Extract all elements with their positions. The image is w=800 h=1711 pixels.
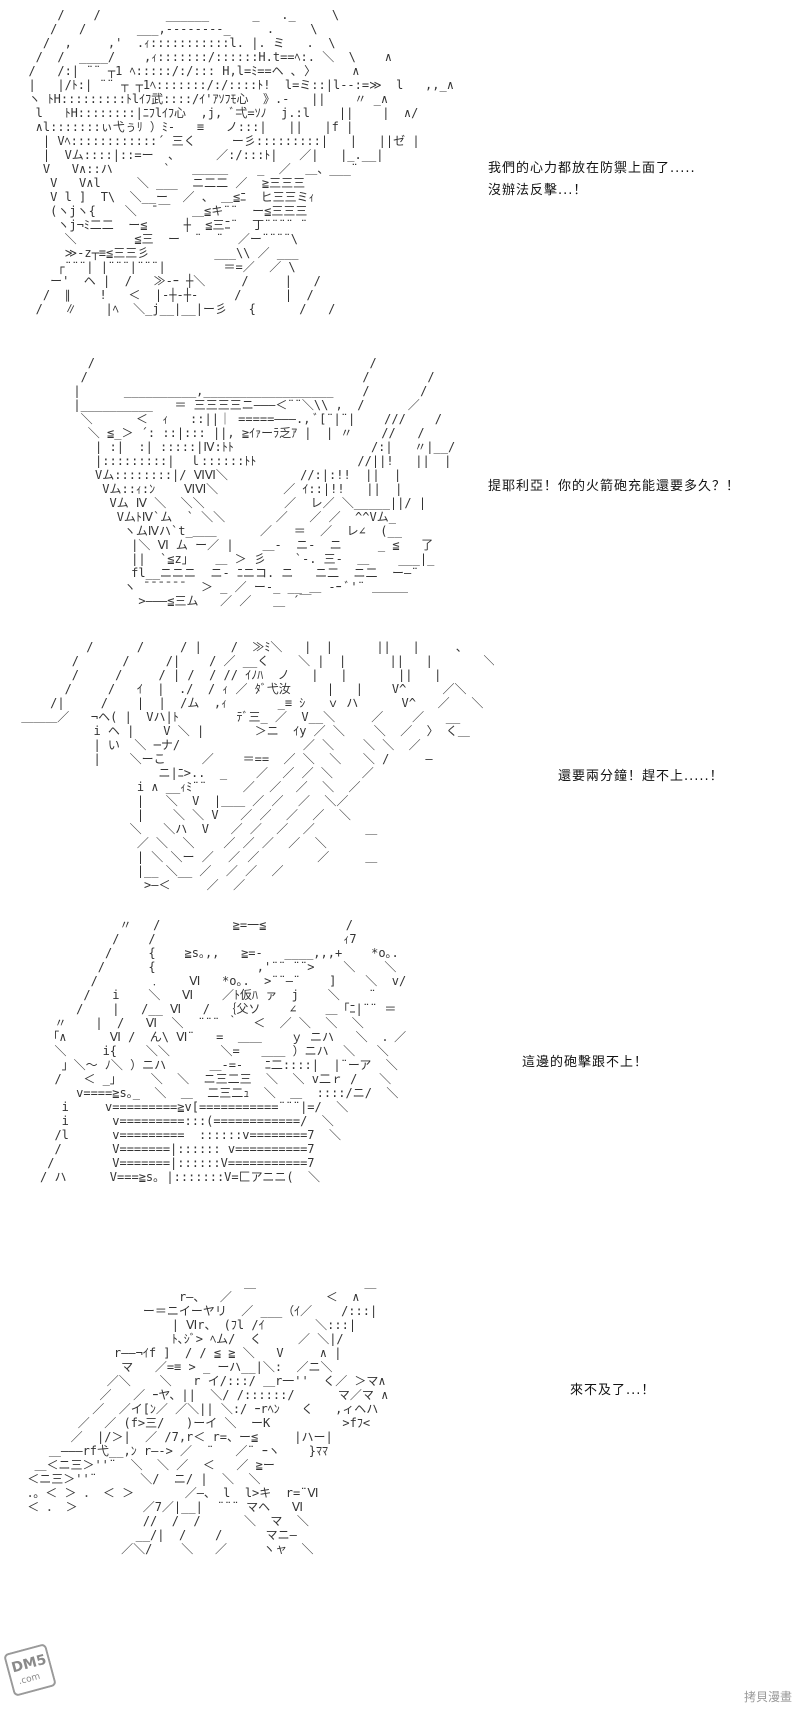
caption-panel-3: 還要兩分鐘！趕不上.....！ xyxy=(558,766,724,788)
ascii-art-panel-3: / / / | / ≫ﾐ＼ | | || | 、 / / /| / ／ __く … xyxy=(21,640,494,892)
caption-panel-1: 我們的心力都放在防禦上面了..... 沒辦法反擊...！ xyxy=(488,158,696,202)
manga-panel-2: / / / / / | __________,_________________… xyxy=(0,348,800,628)
caption-line-1: 提耶利亞！你的火箭砲充能還要多久？！ xyxy=(488,479,741,494)
caption-line-2: 沒辦法反擊...！ xyxy=(488,183,588,198)
ascii-art-panel-2: / / / / / | __________,_________________… xyxy=(73,356,456,608)
manga-panel-1: / / ______ _ ._ \ / / ___,--------_ . \ … xyxy=(0,0,800,340)
ascii-art-panel-1: / / ______ _ ._ \ / / ___,--------_ . \ … xyxy=(28,8,454,316)
caption-panel-5: 來不及了...！ xyxy=(570,1380,655,1402)
dm5-logo: DM5 .com xyxy=(3,1643,57,1697)
caption-line-1: 還要兩分鐘！趕不上.....！ xyxy=(558,769,724,784)
manga-panel-4: 〃 / ≧=一≦ / / / ｨ7 / { ≧s｡,, ≧=- ____,,,+… xyxy=(0,912,800,1252)
caption-line-1: 我們的心力都放在防禦上面了..... xyxy=(488,161,696,176)
caption-line-1: 來不及了...！ xyxy=(570,1383,656,1398)
caption-line-1: 這邊的砲擊跟不上！ xyxy=(522,1055,649,1070)
watermark-text: 拷貝漫畫 xyxy=(743,1690,792,1704)
ascii-art-panel-5: ＿ ＿ r―、 ／ ＜ ∧ ー＝ニイーヤリ ／ ___（ｲ／ /:::| | Ⅵ… xyxy=(27,1276,389,1556)
dm5-logo-mark-icon xyxy=(4,1644,56,1696)
caption-panel-4: 這邊的砲擊跟不上！ xyxy=(522,1052,648,1074)
manga-panel-5: ＿ ＿ r―、 ／ ＜ ∧ ー＝ニイーヤリ ／ ___（ｲ／ /:::| | Ⅵ… xyxy=(0,1268,800,1711)
manga-panel-3: / / / | / ≫ﾐ＼ | | || | 、 / / /| / ／ __く … xyxy=(0,634,800,900)
ascii-art-panel-4: 〃 / ≧=一≦ / / / ｨ7 / { ≧s｡,, ≧=- ____,,,+… xyxy=(40,918,407,1184)
caption-panel-2: 提耶利亞！你的火箭砲充能還要多久？！ xyxy=(488,476,740,498)
